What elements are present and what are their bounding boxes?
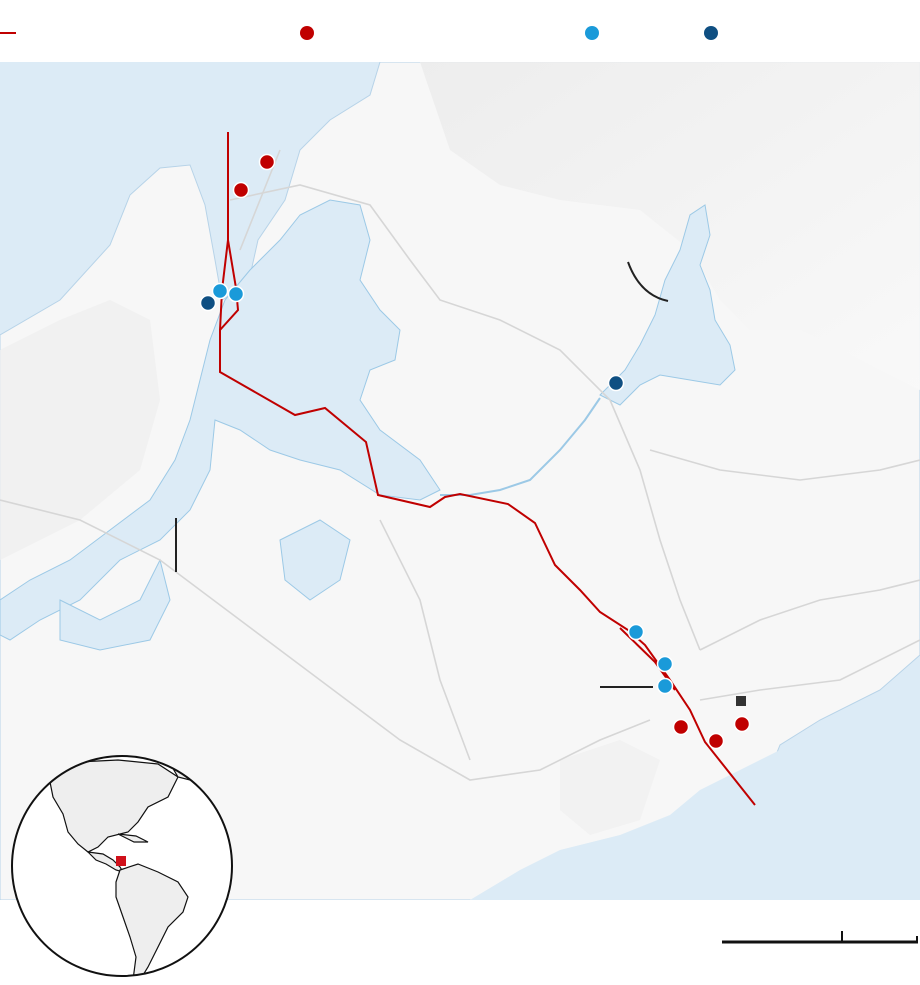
dark-blue-markers <box>199 294 625 392</box>
scale-bar-graphic <box>722 931 918 944</box>
red-marker[interactable] <box>672 718 690 736</box>
light-blue-marker[interactable] <box>656 655 674 673</box>
dark-blue-marker[interactable] <box>607 374 625 392</box>
legend-graphic <box>0 26 718 40</box>
globe-icon <box>11 755 233 977</box>
map-graphic <box>0 62 920 900</box>
location-highlight <box>116 856 126 866</box>
red-markers <box>232 153 751 750</box>
red-marker[interactable] <box>258 153 276 171</box>
legend-light-blue-dot <box>585 26 599 40</box>
mountains-north <box>420 62 920 390</box>
mountains-west <box>0 300 160 560</box>
square-icon <box>736 696 746 706</box>
route-main <box>219 132 756 806</box>
cuba <box>117 833 149 843</box>
light-blue-marker[interactable] <box>227 285 245 303</box>
hills-south <box>560 740 660 835</box>
light-blue-marker[interactable] <box>656 677 674 695</box>
light-blue-marker[interactable] <box>211 282 229 300</box>
map-legend <box>0 0 920 62</box>
canal-map[interactable] <box>0 62 920 900</box>
globe-inset <box>8 752 236 980</box>
red-marker[interactable] <box>733 715 751 733</box>
chagres-river <box>440 397 601 496</box>
red-marker[interactable] <box>707 732 725 750</box>
light-blue-marker[interactable] <box>627 623 645 641</box>
south-america <box>115 863 189 976</box>
label-leader-lines <box>175 261 669 688</box>
legend-red-dot <box>300 26 314 40</box>
road-network <box>0 149 920 781</box>
bay-of-panama <box>470 660 920 900</box>
light-blue-markers <box>211 282 674 695</box>
alajuela-lake <box>599 204 736 406</box>
dark-blue-marker[interactable] <box>199 294 217 312</box>
globe-outline <box>11 755 233 977</box>
leader-arc <box>627 261 669 302</box>
north-america <box>47 759 179 853</box>
lake-arm-south <box>279 519 351 601</box>
lake-arm-west <box>59 558 171 651</box>
red-marker[interactable] <box>232 181 250 199</box>
gatun-lake <box>0 199 441 641</box>
legend-dark-blue-dot <box>704 26 718 40</box>
